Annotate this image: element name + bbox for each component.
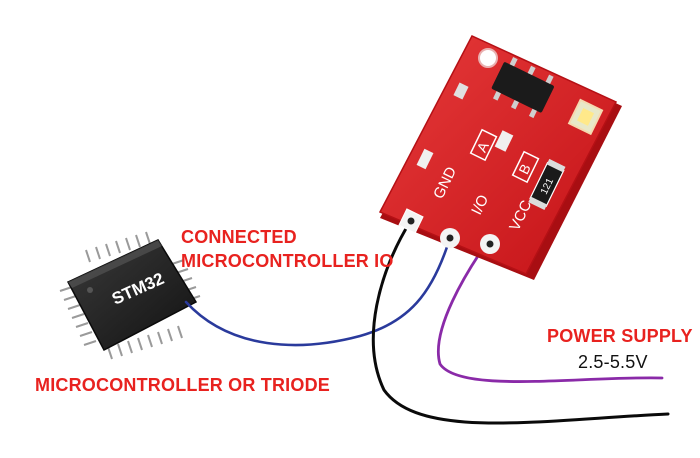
blue-wire	[184, 242, 450, 347]
chip-pins	[59, 231, 201, 360]
pin-pad-vcc	[480, 234, 500, 254]
pcb-face	[378, 35, 618, 275]
voltage-range-label: 2.5-5.5V	[578, 352, 648, 372]
pin-pad-io	[440, 228, 460, 248]
stm32-chip: STM32	[59, 231, 201, 360]
touch-sensor-board: A B 121 GND I/O VCC	[378, 35, 622, 280]
microcontroller-io-label: MICROCONTROLLER IO	[181, 251, 394, 271]
connected-label: CONNECTED	[181, 227, 297, 247]
pin-pad-gnd	[398, 208, 424, 234]
smd-resistor: 121	[528, 158, 566, 210]
purple-wire	[437, 242, 664, 383]
mounting-hole	[478, 48, 498, 68]
led	[567, 98, 604, 136]
power-supply-label: POWER SUPPLY	[547, 326, 693, 346]
ic-chip	[491, 57, 554, 119]
microcontroller-or-triode-label: MICROCONTROLLER OR TRIODE	[35, 375, 330, 395]
black-wire	[371, 220, 670, 425]
